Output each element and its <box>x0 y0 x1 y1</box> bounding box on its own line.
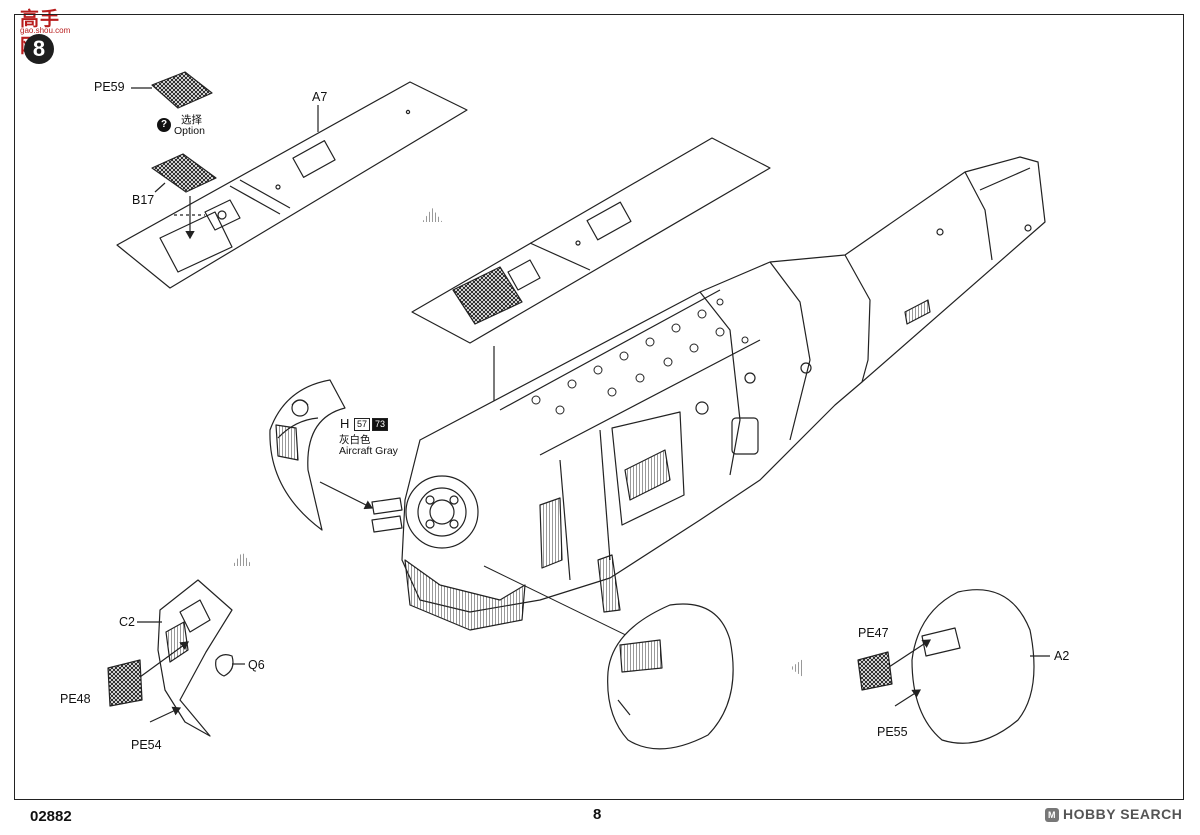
curved-door-top-group <box>269 379 346 531</box>
panel-installed-group <box>411 137 771 452</box>
paint-letter: H <box>340 416 350 431</box>
option-label-cn: 选择 <box>181 114 202 126</box>
q6-label: Q6 <box>248 658 265 672</box>
a2-label: A2 <box>1054 649 1070 663</box>
bubble-window-center-group <box>607 603 734 750</box>
hobby-search-logo-icon: M <box>1045 808 1059 822</box>
panel-a7-group <box>116 71 468 289</box>
option-label-en: Option <box>174 125 205 137</box>
fuselage-group <box>319 156 1046 641</box>
pe59-mesh <box>151 71 213 109</box>
hobby-search-watermark: M HOBBY SEARCH <box>1045 806 1182 822</box>
pe48-label: PE48 <box>60 692 91 706</box>
pe59-label: PE59 <box>94 80 125 94</box>
kit-number: 02882 <box>30 808 72 825</box>
instruction-frame <box>14 14 1184 800</box>
logo-url: gao.shou.com <box>20 26 71 35</box>
bubble-window-right-group <box>857 589 1050 744</box>
option-marker: ? <box>157 118 171 132</box>
c2-label: C2 <box>119 615 135 629</box>
b17-mesh <box>151 153 217 193</box>
pe47-label: PE47 <box>858 626 889 640</box>
door-c2-group <box>107 579 245 737</box>
hobby-search-text: HOBBY SEARCH <box>1063 806 1183 822</box>
pe55-label: PE55 <box>877 725 908 739</box>
pe54-label: PE54 <box>131 738 162 752</box>
paint-name-cn: 灰白色 <box>339 434 371 446</box>
a7-label: A7 <box>312 90 328 104</box>
b17-label: B17 <box>132 193 155 207</box>
page-number: 8 <box>593 806 602 823</box>
paint-code-primary: 57 <box>354 418 371 431</box>
step-number-badge: 8 <box>24 34 54 64</box>
paint-name-en: Aircraft Gray <box>339 445 398 457</box>
paint-code-secondary: 73 <box>372 418 389 431</box>
